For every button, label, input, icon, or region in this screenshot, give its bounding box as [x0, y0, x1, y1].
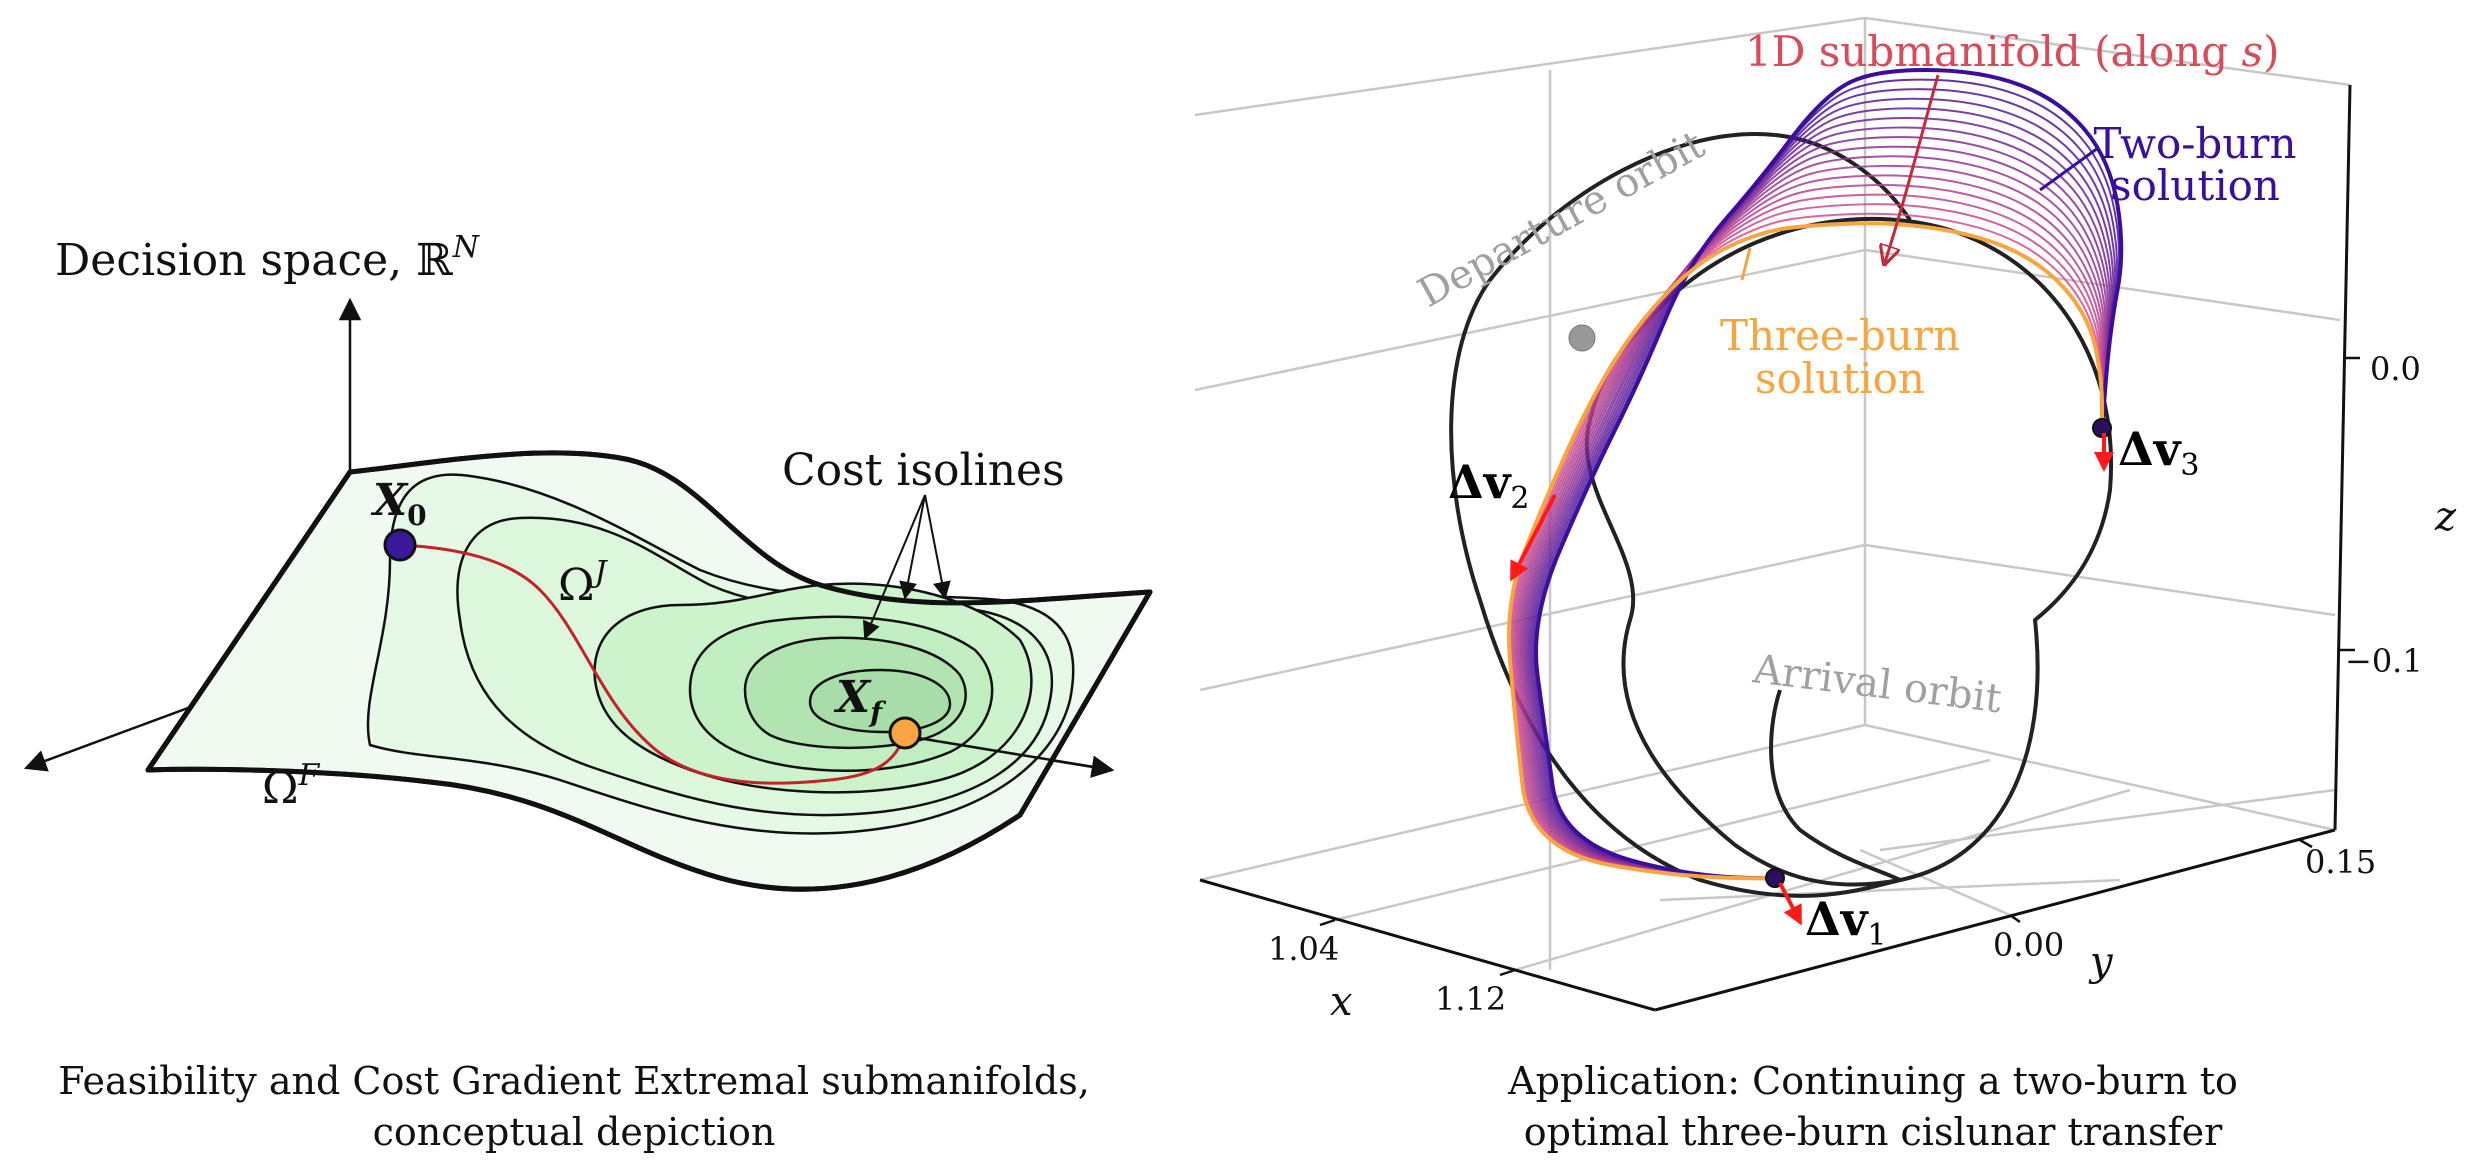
three-burn-label-line1: Three-burn [1720, 311, 1960, 360]
isoline-pointer [899, 494, 926, 600]
omega-j-label: ΩJ [558, 555, 608, 611]
y-tick-1: 0.00 [1993, 926, 2064, 964]
two-burn-label-line2: solution [2110, 161, 2280, 210]
y-axis-label: y [2088, 939, 2114, 985]
surface-outline [145, 450, 1153, 892]
x-tick-1: 1.04 [1268, 930, 1339, 968]
dv1-label: Δv1 [1805, 892, 1887, 953]
x-tick-2: 1.12 [1435, 980, 1506, 1018]
left-caption-line1: Feasibility and Cost Gradient Extremal s… [58, 1059, 1090, 1103]
burn-1-point [1765, 868, 1785, 888]
family-member-trajectory [1516, 174, 2105, 880]
axes-frame [1199, 84, 2352, 1012]
right-panel: 1.04 1.12 0.00 0.15 0.0 −0.1 x y z Depar… [1194, 16, 2457, 1154]
isoline-pointer [862, 494, 926, 640]
family-member-trajectory [1521, 145, 2108, 880]
two-burn-trajectory [1534, 67, 2124, 881]
optimal-point [888, 716, 922, 750]
x0-label: X0 [370, 475, 427, 532]
three-burn-trajectory [1507, 221, 2104, 881]
moon-marker [1568, 324, 1596, 352]
optimization-path [399, 543, 907, 785]
dv2-label: Δv2 [1448, 455, 1530, 516]
three-burn-pointer [1740, 247, 1752, 281]
dv1-arrow [1778, 882, 1802, 926]
omega-f-label: ΩF [262, 758, 320, 814]
isoline-pointer [924, 494, 951, 600]
z-tick-1: 0.0 [2370, 350, 2421, 388]
y-tick-2: 0.15 [2305, 843, 2376, 881]
three-burn-label-line2: solution [1755, 354, 1925, 403]
departure-orbit-label: Departure orbit [1411, 122, 1713, 317]
axis-ticks [1319, 356, 2360, 977]
dv2-arrow [1510, 494, 1557, 582]
start-point [383, 528, 417, 562]
cost-isolines-label: Cost isolines [782, 445, 1065, 496]
submanifold-label: 1D submanifold (along s) [1745, 27, 2279, 76]
arrival-orbit-label: Arrival orbit [1750, 646, 2004, 722]
two-burn-label-line1: Two-burn [2093, 119, 2296, 168]
dv3-label: Δv3 [2118, 422, 2200, 483]
z-axis-label: z [2434, 494, 2457, 540]
two-burn-pointer [2039, 146, 2099, 192]
right-axis-front [899, 733, 1115, 778]
transfer-family [1508, 68, 2123, 880]
xf-label: Xf [833, 672, 887, 729]
left-panel: Decision space, ℝN Cost isolines X0 Xf Ω… [23, 230, 1153, 1154]
z-tick-2: −0.1 [2345, 642, 2423, 680]
departure-orbit [1449, 132, 1906, 898]
right-caption-line2: optimal three-burn cislunar transfer [1524, 1110, 2223, 1154]
right-caption-line1: Application: Continuing a two-burn to [1507, 1059, 2238, 1103]
cost-contour [808, 668, 952, 734]
family-member-trajectory [1514, 184, 2105, 880]
left-caption-line2: conceptual depiction [373, 1110, 776, 1154]
decision-space-label: Decision space, ℝN [55, 230, 481, 286]
family-member-trajectory [1513, 193, 2104, 880]
x-axis-label: x [1330, 979, 1353, 1025]
submanifold-pointer [1885, 74, 1940, 262]
